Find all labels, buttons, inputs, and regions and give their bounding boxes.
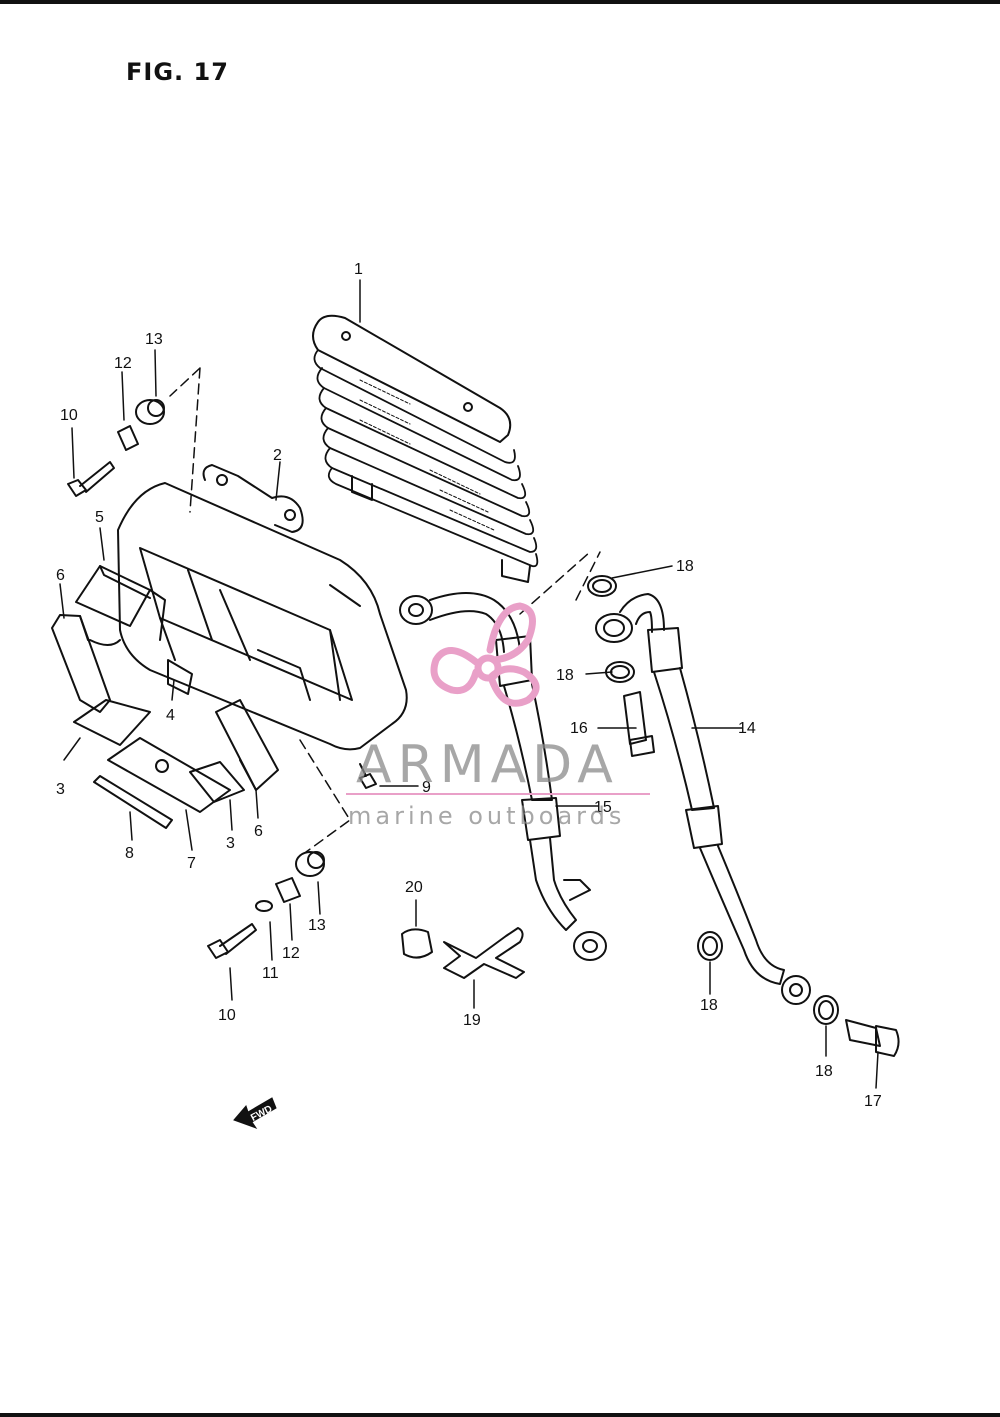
callout-5: 5 [95,509,104,526]
callout-4: 4 [166,707,175,724]
oil-hose-15 [399,592,607,961]
callout-10: 10 [218,1007,236,1024]
callout-18: 18 [700,997,718,1014]
callout-11: 11 [262,965,279,982]
banjo-fittings [587,575,900,1057]
fwd-label: FWD [249,1104,274,1124]
callout-19: 19 [463,1012,481,1029]
callout-labels: 1 2 3 3 4 5 6 6 7 8 9 10 10 11 12 12 13 … [56,261,882,1110]
oil-hose-14 [619,593,811,1005]
cooler-cover [117,464,408,751]
propeller-logo-icon [430,602,540,707]
watermark-brand: ARMADA [356,735,619,795]
callout-8: 8 [125,845,134,862]
callout-16: 16 [570,720,588,737]
callout-14: 14 [738,720,756,737]
callout-18: 18 [676,558,694,575]
leader-lines [59,279,879,1089]
callout-6: 6 [254,823,263,840]
callout-6: 6 [56,567,65,584]
callout-9: 9 [422,779,431,796]
callout-13: 13 [145,331,163,348]
fwd-arrow-icon: FWD [233,1097,277,1129]
callout-15: 15 [594,799,612,816]
callout-18: 18 [556,667,574,684]
watermark-tagline: marine outboards [348,802,625,830]
oil-cooler [312,314,539,583]
mount-brackets [51,565,279,829]
figure-title: FIG. 17 [126,58,229,86]
callout-17: 17 [864,1093,882,1110]
callout-13: 13 [308,917,326,934]
callout-3: 3 [226,835,235,852]
callout-18: 18 [815,1063,833,1080]
callout-3: 3 [56,781,65,798]
callout-2: 2 [273,447,282,464]
hardware [67,399,525,979]
callout-10: 10 [60,407,78,424]
callout-1: 1 [354,261,363,278]
callout-12: 12 [282,945,300,962]
callout-7: 7 [187,855,196,872]
watermark: ARMADA marine outboards [346,602,650,830]
callout-20: 20 [405,879,423,896]
callout-12: 12 [114,355,132,372]
